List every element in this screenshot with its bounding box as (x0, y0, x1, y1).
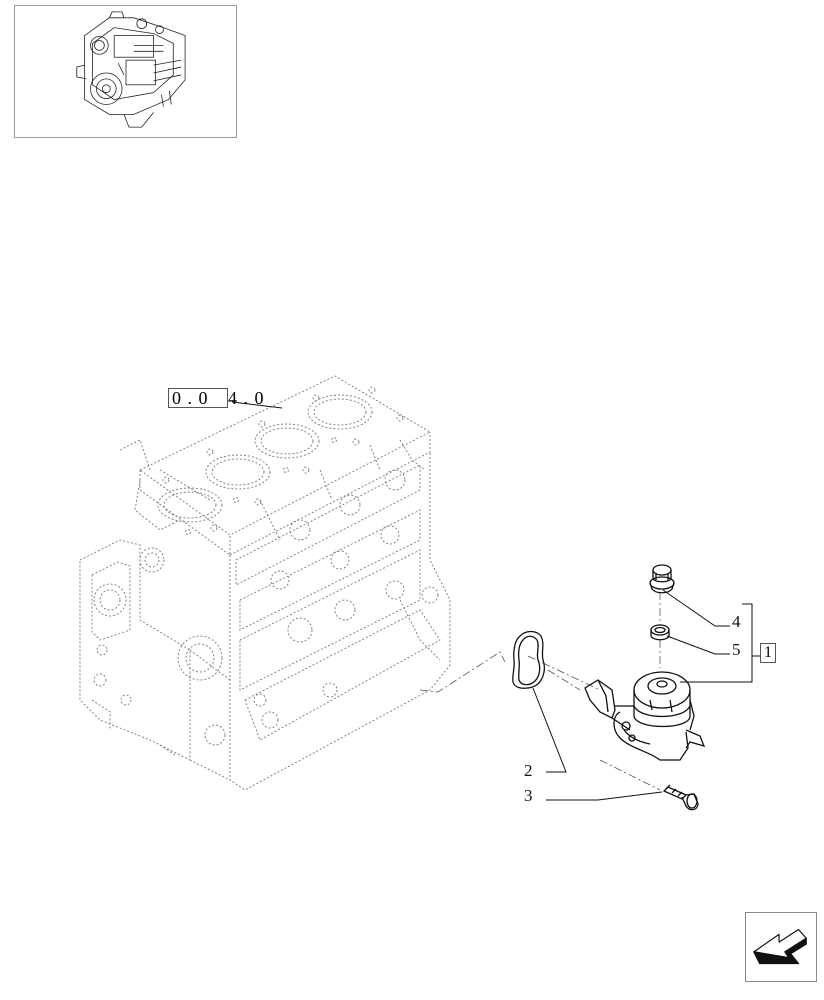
previous-page-button[interactable] (745, 912, 817, 982)
engine-thumbnail-icon (76, 11, 186, 128)
fuel-pump-part (584, 671, 706, 761)
callout-4: 4 (732, 612, 741, 631)
reference-group-suffix: 4 . 0 (228, 388, 265, 408)
engine-block-outline (79, 375, 451, 791)
previous-page-arrow-icon (753, 928, 807, 965)
callout-3: 3 (524, 786, 533, 805)
engine-thumbnail[interactable] (14, 5, 237, 138)
bolt-part (662, 784, 699, 811)
callout-2: 2 (524, 761, 533, 780)
assembly-number-box: 1 (760, 643, 776, 663)
plug-part (649, 564, 675, 594)
reference-group-box[interactable]: 0 . 0 (168, 388, 228, 408)
leader-lines (231, 401, 760, 801)
alignment-lines (419, 592, 661, 791)
callout-5: 5 (732, 640, 741, 659)
gasket-part (512, 630, 545, 689)
reference-group-prefix: 0 . 0 (172, 388, 209, 408)
seal-ring-part (650, 624, 670, 641)
